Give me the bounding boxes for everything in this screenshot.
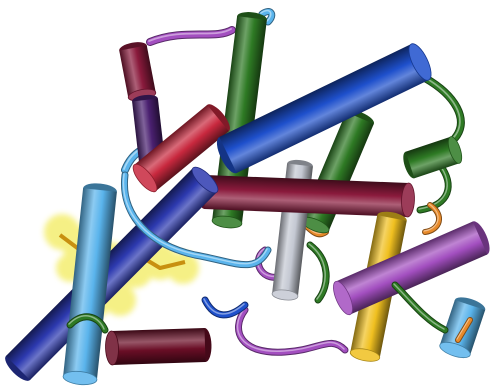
loop-top-purple [149,29,232,42]
loop-right-low [394,284,445,330]
front-helix-layer [1,163,491,386]
helix-green-small [401,135,465,180]
helix-maroon-top [118,40,157,103]
helix-dark-red-bottom [105,328,212,365]
loop-right-upper [424,77,461,138]
loop-lower-center [309,244,326,300]
loop-bottom-purple [237,309,345,352]
loop-bottom-center [204,299,245,315]
